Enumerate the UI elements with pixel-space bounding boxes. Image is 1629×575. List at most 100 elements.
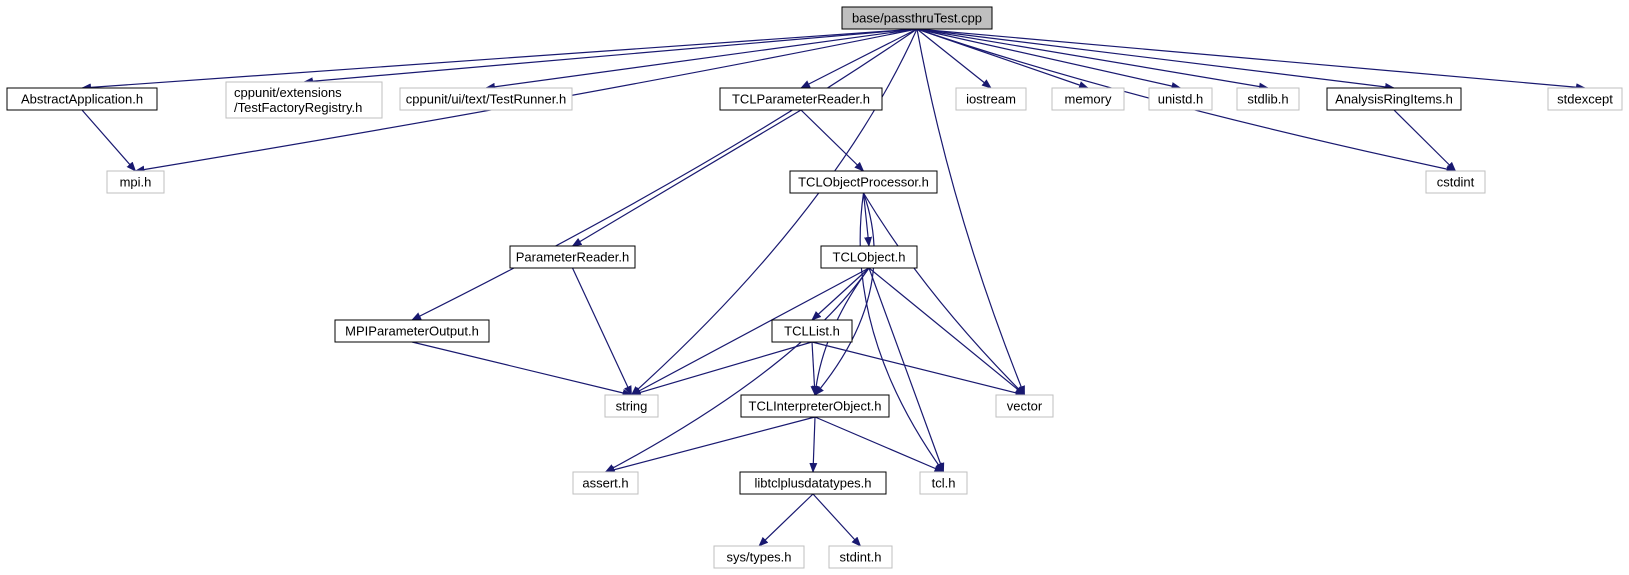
- node-cppunit-runner: cppunit/ui/text/TestRunner.h: [399, 87, 573, 111]
- node-unistd: unistd.h: [1148, 87, 1213, 111]
- edge-tcl_obj_proc-to-tcl_interp: [814, 192, 875, 396]
- edge-tcl_obj_proc-to-tcl_h: [859, 192, 945, 473]
- node-vector: vector: [995, 394, 1054, 418]
- node-label: TCLObject.h: [833, 250, 906, 265]
- node-mpi-param-out[interactable]: MPIParameterOutput.h: [334, 319, 490, 343]
- edge-tcl_object-to-assert: [604, 267, 870, 473]
- edge-tcl_object-to-tcl_list: [811, 267, 870, 321]
- node-label: AbstractApplication.h: [21, 92, 143, 107]
- node-box: [828, 545, 893, 569]
- edge-param_reader-to-string: [571, 267, 633, 396]
- edge-tcl_interp-to-tcl_h: [814, 416, 945, 473]
- edge-tcl_object-to-string: [630, 267, 870, 396]
- node-param-reader[interactable]: ParameterReader.h: [509, 245, 636, 269]
- node-box: [771, 319, 853, 343]
- edge-root-to-unistd: [916, 28, 1182, 90]
- node-label: tcl.h: [932, 476, 956, 491]
- node-label: AnalysisRingItems.h: [1335, 92, 1453, 107]
- edge-root-to-cppunit_runner: [485, 28, 918, 91]
- node-label: iostream: [966, 92, 1016, 107]
- node-label: libtclplusdatatypes.h: [754, 476, 871, 491]
- edge-tcl_obj_proc-to-tcl_object: [862, 192, 873, 247]
- node-box: [995, 394, 1054, 418]
- node-label: cppunit/extensions: [234, 85, 342, 100]
- node-analysis-ring[interactable]: AnalysisRingItems.h: [1326, 87, 1462, 111]
- node-label: cstdint: [1437, 175, 1475, 190]
- node-label: cppunit/ui/text/TestRunner.h: [406, 92, 566, 107]
- node-box: [334, 319, 490, 343]
- edge-tcl_list-to-vector: [811, 341, 1026, 397]
- node-tcl-interp[interactable]: TCLInterpreterObject.h: [740, 394, 890, 418]
- edge-root-to-stdlib: [916, 28, 1269, 91]
- edge-abstract_app-to-mpi: [81, 109, 137, 172]
- node-box: [740, 394, 890, 418]
- node-label: stdexcept: [1557, 92, 1613, 107]
- node-root[interactable]: base/passthruTest.cpp: [841, 6, 993, 30]
- node-cppunit-ext: cppunit/extensions/TestFactoryRegistry.h: [225, 81, 383, 119]
- edge-tcl_obj_proc-to-vector: [862, 192, 1026, 396]
- node-assert: assert.h: [572, 471, 639, 495]
- node-box: [1051, 87, 1125, 111]
- node-label: base/passthruTest.cpp: [852, 11, 982, 26]
- node-label: MPIParameterOutput.h: [345, 324, 479, 339]
- edge-tcl_object-to-tcl_h: [868, 267, 945, 473]
- node-box: [399, 87, 573, 111]
- node-label: unistd.h: [1158, 92, 1204, 107]
- node-tcl-param-reader[interactable]: TCLParameterReader.h: [719, 87, 883, 111]
- node-box: [789, 170, 938, 194]
- node-box: [955, 87, 1027, 111]
- node-box: [713, 545, 805, 569]
- edge-tcl_interp-to-libtclplus: [809, 416, 818, 473]
- node-tcl-h: tcl.h: [919, 471, 968, 495]
- node-cstdint: cstdint: [1425, 170, 1486, 194]
- node-box: [572, 471, 639, 495]
- edge-root-to-tcl_param_reader: [800, 28, 918, 89]
- node-box: [1148, 87, 1213, 111]
- edge-tcl_interp-to-assert: [604, 416, 816, 474]
- node-box: [820, 245, 918, 269]
- edge-tcl_param_reader-to-tcl_obj_proc: [800, 109, 865, 172]
- edge-root-to-abstract_app: [81, 28, 918, 92]
- node-abstract-app[interactable]: AbstractApplication.h: [6, 87, 158, 111]
- node-box: [604, 394, 659, 418]
- edge-tcl_list-to-tcl_interp: [810, 341, 819, 396]
- node-box: [1326, 87, 1462, 111]
- node-stdint: stdint.h: [828, 545, 893, 569]
- node-string: string: [604, 394, 659, 418]
- node-mpi: mpi.h: [106, 170, 165, 194]
- node-iostream: iostream: [955, 87, 1027, 111]
- node-box: [739, 471, 887, 495]
- node-box: [1425, 170, 1486, 194]
- node-libtclplus[interactable]: libtclplusdatatypes.h: [739, 471, 887, 495]
- edge-tcl_param_reader-to-param_reader: [571, 109, 802, 247]
- node-box: [106, 170, 165, 194]
- node-box: [841, 6, 993, 30]
- node-label: assert.h: [582, 476, 628, 491]
- node-tcl-list[interactable]: TCLList.h: [771, 319, 853, 343]
- node-label: ParameterReader.h: [516, 250, 629, 265]
- edge-libtclplus-to-stdint: [812, 493, 862, 547]
- edge-root-to-stdexcept: [916, 28, 1586, 92]
- edge-tcl_list-to-string: [630, 341, 813, 397]
- node-box: [919, 471, 968, 495]
- node-memory: memory: [1051, 87, 1125, 111]
- node-label: stdint.h: [840, 550, 882, 565]
- edge-root-to-mpi_param_out: [411, 28, 918, 321]
- node-label: sys/types.h: [726, 550, 791, 565]
- edge-root-to-vector: [916, 28, 1026, 396]
- node-label: TCLObjectProcessor.h: [798, 175, 929, 190]
- node-box: [509, 245, 636, 269]
- node-stdlib: stdlib.h: [1236, 87, 1300, 111]
- edge-mpi_param_out-to-string: [411, 341, 633, 397]
- edge-tcl_object-to-vector: [868, 267, 1026, 396]
- edge-libtclplus-to-sys_types: [758, 493, 814, 547]
- node-tcl-object[interactable]: TCLObject.h: [820, 245, 918, 269]
- node-stdexcept: stdexcept: [1547, 87, 1623, 111]
- node-sys-types: sys/types.h: [713, 545, 805, 569]
- node-box: [6, 87, 158, 111]
- node-tcl-obj-proc[interactable]: TCLObjectProcessor.h: [789, 170, 938, 194]
- node-box: [225, 81, 383, 119]
- edge-root-to-analysis_ring: [916, 28, 1395, 91]
- node-label: /TestFactoryRegistry.h: [234, 100, 362, 115]
